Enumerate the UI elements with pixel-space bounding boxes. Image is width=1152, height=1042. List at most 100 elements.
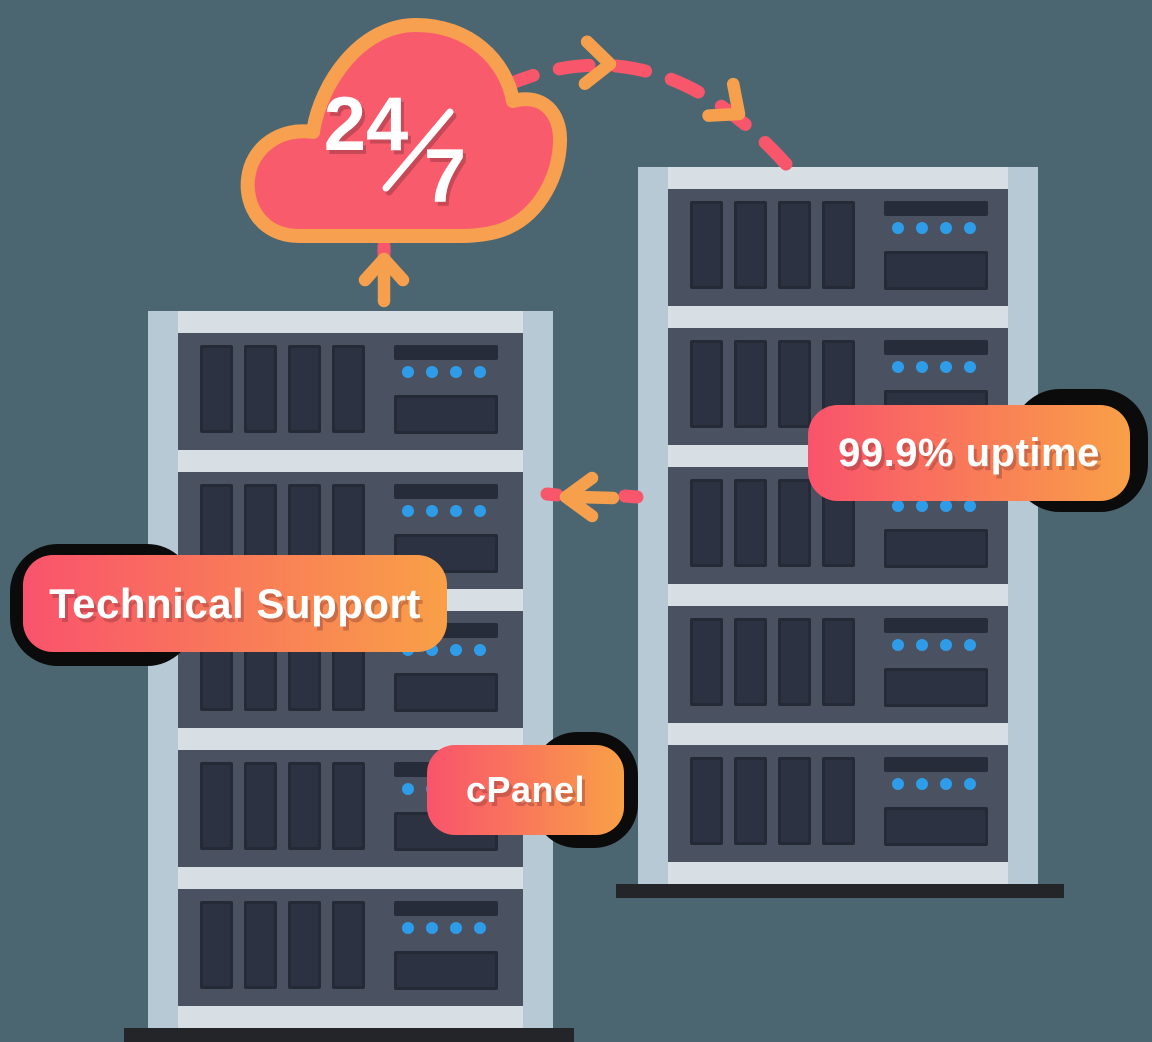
status-led — [474, 922, 486, 934]
front-panel — [884, 251, 988, 290]
arc-dashed-line — [498, 58, 800, 179]
status-led — [940, 639, 952, 651]
status-led — [402, 922, 414, 934]
status-led — [916, 361, 928, 373]
drive-slot — [244, 762, 277, 850]
uptime-badge: 99.9% uptime — [808, 405, 1130, 501]
drive-slot — [778, 201, 811, 289]
server-rack-right — [638, 167, 1038, 884]
drive-slot — [690, 757, 723, 845]
status-led — [474, 505, 486, 517]
status-led — [964, 639, 976, 651]
drive-slot — [332, 345, 365, 433]
status-led — [916, 500, 928, 512]
drive-slot — [822, 201, 855, 289]
vent-bar — [394, 484, 498, 499]
status-led — [426, 505, 438, 517]
cloud-icon — [240, 18, 567, 243]
arrowhead-downright-icon — [702, 77, 746, 122]
cpanel-label: cPanel — [465, 769, 586, 810]
drive-slot — [822, 618, 855, 706]
drive-slot — [332, 762, 365, 850]
status-led — [426, 366, 438, 378]
server-unit — [178, 333, 523, 450]
status-led — [402, 366, 414, 378]
uptime-label: 99.9% uptime — [838, 430, 1100, 475]
server-unit — [668, 189, 1008, 306]
status-led — [426, 922, 438, 934]
drive-slot — [244, 345, 277, 433]
left-arrow-shaft — [571, 490, 620, 505]
rack-base-right — [616, 884, 1064, 898]
drive-slot — [244, 901, 277, 989]
rack-rail — [1008, 167, 1038, 884]
drive-slot — [288, 901, 321, 989]
cloud-label-24: 24 — [324, 82, 409, 167]
status-led — [916, 222, 928, 234]
arrowhead-right-icon — [578, 35, 617, 90]
rack-rail — [148, 311, 178, 1028]
status-led — [964, 500, 976, 512]
status-led — [474, 366, 486, 378]
drive-slot — [734, 201, 767, 289]
drive-slot — [734, 340, 767, 428]
status-led — [892, 639, 904, 651]
drive-slot — [734, 757, 767, 845]
status-led — [402, 505, 414, 517]
status-led — [940, 500, 952, 512]
drive-slot — [690, 479, 723, 567]
status-led — [450, 922, 462, 934]
drive-slot — [200, 762, 233, 850]
vent-bar — [884, 201, 988, 216]
drive-slot — [778, 618, 811, 706]
status-led — [402, 783, 414, 795]
status-led — [892, 500, 904, 512]
dash-segment — [618, 489, 644, 504]
server-rack-left — [148, 311, 553, 1028]
front-panel — [394, 395, 498, 434]
status-led — [916, 778, 928, 790]
status-led — [892, 361, 904, 373]
drive-slot — [690, 340, 723, 428]
drive-slot — [288, 345, 321, 433]
cloud-label-7: 7 — [424, 134, 466, 219]
vent-bar — [884, 757, 988, 772]
drive-slot — [778, 479, 811, 567]
status-led — [450, 505, 462, 517]
drive-slot — [690, 618, 723, 706]
up-arrow-icon — [358, 252, 410, 287]
status-led — [940, 778, 952, 790]
drive-slot — [778, 757, 811, 845]
server-unit — [668, 745, 1008, 862]
vent-bar — [394, 345, 498, 360]
drive-slot — [734, 618, 767, 706]
drive-slot — [778, 340, 811, 428]
rack-base-left — [124, 1028, 574, 1042]
drive-slot — [200, 345, 233, 433]
slash-icon — [382, 108, 454, 192]
technical-support-label: Technical Support — [49, 579, 421, 627]
left-arrow-icon — [559, 471, 599, 523]
status-led — [940, 222, 952, 234]
drive-slot — [288, 762, 321, 850]
status-led — [450, 644, 462, 656]
front-panel — [394, 951, 498, 990]
status-led — [892, 778, 904, 790]
server-unit — [668, 606, 1008, 723]
status-led — [916, 639, 928, 651]
vent-bar — [884, 340, 988, 355]
vent-bar — [394, 901, 498, 916]
technical-support-badge: Technical Support — [23, 555, 447, 652]
drive-slot — [332, 901, 365, 989]
front-panel — [394, 673, 498, 712]
status-led — [964, 778, 976, 790]
drive-slot — [734, 479, 767, 567]
status-led — [940, 361, 952, 373]
rack-rail — [523, 311, 553, 1028]
server-unit — [178, 889, 523, 1006]
server-unit — [668, 467, 1008, 584]
cpanel-badge: cPanel — [427, 745, 624, 835]
rack-column — [668, 167, 1008, 884]
status-led — [474, 644, 486, 656]
